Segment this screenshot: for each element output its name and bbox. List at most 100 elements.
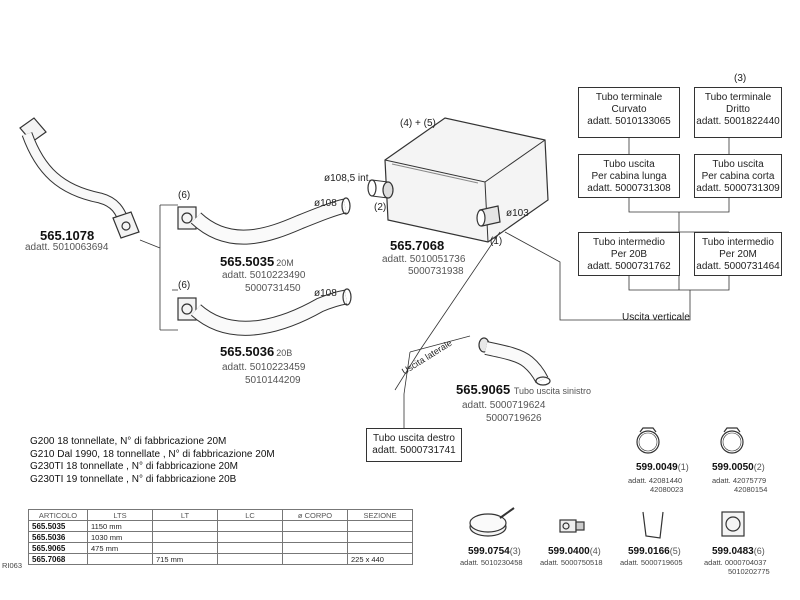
small-part-ref: 42080023 <box>650 485 684 494</box>
part-adatt2-565-7068: 5000731938 <box>408 266 464 277</box>
label-vertical-exit: Uscita verticale <box>622 312 690 323</box>
box-line: adatt. 5000731464 <box>696 261 780 272</box>
part-599-0483-drawing <box>721 511 745 537</box>
box-line: Per cabina lunga <box>591 171 667 182</box>
box-curved-tailpipe: Tubo terminale Curvato adatt. 5010133065 <box>578 87 680 138</box>
table-header: SEZIONE <box>347 509 413 521</box>
small-part-ref: adatt. 5000719605 <box>620 558 683 567</box>
small-part-599-0754: 599.0754(3) <box>468 546 521 557</box>
small-part-599-0049: 599.0049(1) <box>636 462 689 473</box>
table-cell <box>347 542 413 554</box>
table-cell <box>282 553 348 565</box>
box-straight-tailpipe: Tubo terminale Dritto adatt. 5001822440 <box>694 87 782 138</box>
table-cell <box>282 542 348 554</box>
table-cell <box>347 531 413 543</box>
table-cell <box>282 531 348 543</box>
vehicle-info-line: G230TI 19 tonnellate , N° di fabbricazio… <box>30 473 237 485</box>
table-header: ARTICOLO <box>28 509 88 521</box>
marker-1: (1) <box>490 236 503 247</box>
small-part-ref: adatt. 0000704037 <box>704 558 767 567</box>
table-cell: 565.5036 <box>28 531 88 543</box>
box-intermediate-20b: Tubo intermedio Per 20B adatt. 500073176… <box>578 232 680 276</box>
small-part-ref: adatt. 5000750518 <box>540 558 603 567</box>
part-code-565-1078: 565.1078 <box>40 228 95 243</box>
box-line: Dritto <box>726 104 750 115</box>
box-line: Tubo intermedio <box>593 237 665 248</box>
part-code-565-7068: 565.7068 <box>390 238 445 253</box>
inlet-diam-565-7068: ø108,5 int. <box>324 173 372 184</box>
pipe-565-5035-drawing <box>177 197 351 245</box>
table-row: 565.5036 1030 mm <box>28 531 413 543</box>
diam-565-5035: ø108 <box>314 198 337 209</box>
table-row: 565.9065 475 mm <box>28 542 413 554</box>
part-599-0754-drawing <box>469 507 515 537</box>
table-cell: 565.5035 <box>28 520 88 532</box>
part-adatt2-565-9065: 5000719626 <box>486 413 542 424</box>
box-line: Curvato <box>611 104 647 115</box>
box-line: Per 20M <box>719 249 757 260</box>
box-line: Tubo uscita destro <box>373 433 455 444</box>
small-part-ref: adatt. 5010230458 <box>460 558 523 567</box>
marker-2: (2) <box>374 202 387 213</box>
small-part-ref: 42080154 <box>734 485 768 494</box>
part-adatt2-565-5036: 5010144209 <box>245 375 301 386</box>
part-adatt2-565-5035: 5000731450 <box>245 283 301 294</box>
small-part-599-0483: 599.0483(6) <box>712 546 765 557</box>
marker-6-lower: (6) <box>178 280 191 291</box>
small-part-ref: adatt. 42075779 <box>712 476 767 485</box>
box-line: adatt. 5000731762 <box>587 261 671 272</box>
small-part-599-0050: 599.0050(2) <box>712 462 765 473</box>
part-599-0166-drawing <box>642 511 664 539</box>
vehicle-info-line: G230TI 18 tonnellate , N° di fabbricazio… <box>30 461 239 472</box>
box-line: Per cabina corta <box>701 171 775 182</box>
marker-6-upper: (6) <box>178 190 191 201</box>
table-row: 565.7068 715 mm 225 x 440 <box>28 553 413 565</box>
table-header: LT <box>152 509 218 521</box>
table-cell <box>87 553 153 565</box>
table-cell: 715 mm <box>152 553 218 565</box>
table-cell <box>217 542 283 554</box>
box-line: adatt. 5000731741 <box>372 445 456 456</box>
table-cell <box>217 531 283 543</box>
pipe-565-5036-drawing <box>177 288 352 336</box>
side-ref-label: RI063 <box>2 561 23 570</box>
table-cell: 1030 mm <box>87 531 153 543</box>
part-adatt-565-5035: adatt. 5010223490 <box>222 270 306 281</box>
box-short-cab-exit: Tubo uscita Per cabina corta adatt. 5000… <box>694 154 782 198</box>
box-line: Tubo uscita <box>712 159 764 170</box>
exit-pipe-565-9065-drawing <box>478 337 551 386</box>
small-part-ref: 5010202775 <box>728 567 770 576</box>
table-cell <box>282 520 348 532</box>
vehicle-info-line: G210 Dal 1990, 18 tonnellate , N° di fab… <box>30 448 275 460</box>
table-header: LTS <box>87 509 153 521</box>
table-cell <box>347 520 413 532</box>
part-599-0400-drawing <box>559 519 585 533</box>
table-row: 565.5035 1150 mm <box>28 520 413 532</box>
outlet-diam-565-7068: ø103 <box>506 208 529 219</box>
box-right-exit: Tubo uscita destro adatt. 5000731741 <box>366 428 462 462</box>
spec-table: ARTICOLO LTS LT LC ø CORPO SEZIONE 565.5… <box>28 509 413 565</box>
table-header: ø CORPO <box>282 509 348 521</box>
box-line: adatt. 5000731309 <box>696 183 780 194</box>
vehicle-info: G200 18 tonnellate, N° di fabbricazione … <box>30 436 275 486</box>
part-adatt-565-1078: adatt. 5010063694 <box>25 242 109 253</box>
table-cell: 475 mm <box>87 542 153 554</box>
clamp-599-0050-drawing <box>720 427 744 454</box>
small-part-599-0400: 599.0400(4) <box>548 546 601 557</box>
vehicle-info-line: G200 18 tonnellate, N° di fabbricazione … <box>30 436 227 447</box>
table-cell: 565.7068 <box>28 553 88 565</box>
box-line: Tubo uscita <box>603 159 655 170</box>
table-cell <box>152 520 218 532</box>
clamp-599-0049-drawing <box>636 427 660 454</box>
diam-565-5036: ø108 <box>314 288 337 299</box>
box-long-cab-exit: Tubo uscita Per cabina lunga adatt. 5000… <box>578 154 680 198</box>
small-part-599-0166: 599.0166(5) <box>628 546 681 557</box>
table-header-row: ARTICOLO LTS LT LC ø CORPO SEZIONE <box>28 509 413 521</box>
table-cell <box>217 553 283 565</box>
table-cell <box>152 531 218 543</box>
box-line: adatt. 5000731308 <box>587 183 671 194</box>
small-part-ref: adatt. 42081440 <box>628 476 683 485</box>
